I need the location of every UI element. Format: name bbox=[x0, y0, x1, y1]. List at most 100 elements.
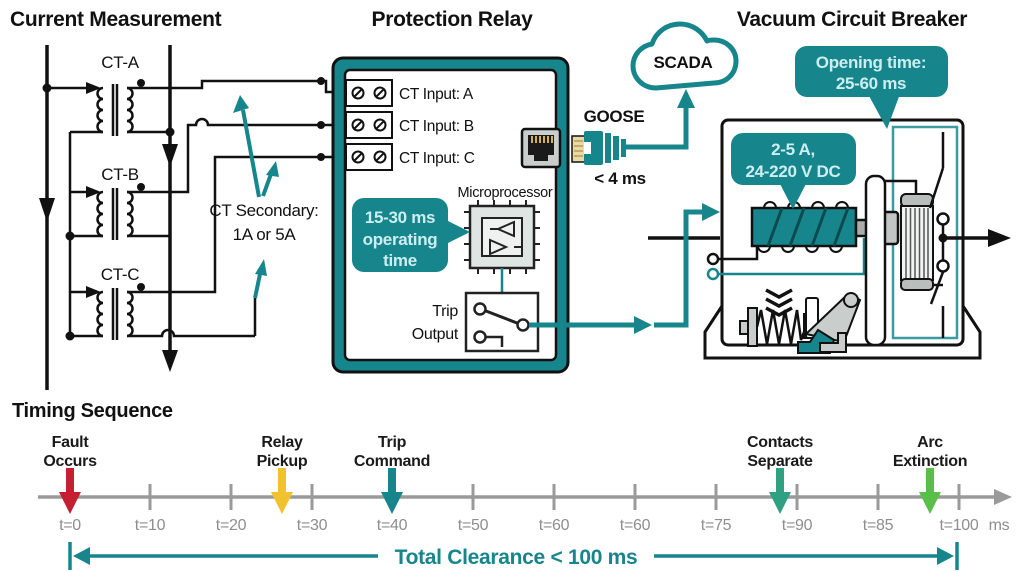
contact-icon bbox=[473, 302, 487, 316]
callout-bubble bbox=[352, 198, 448, 272]
screw-slot-icon bbox=[353, 152, 363, 162]
screw-slot-icon bbox=[375, 88, 385, 98]
output-arrowhead-icon bbox=[988, 229, 1011, 247]
junction-dot bbox=[65, 331, 75, 341]
event-label: Trip bbox=[378, 434, 407, 451]
coil-turns-bottom-icon bbox=[757, 245, 843, 253]
tick-label: t=50 bbox=[458, 517, 489, 534]
tick-label: t=40 bbox=[377, 517, 408, 534]
ct-input-c-label: CT Input: C bbox=[399, 150, 475, 167]
pointer-arrowhead-icon bbox=[266, 161, 279, 177]
ct-c-polarity-dot bbox=[137, 283, 145, 291]
trip-output-label-line1: Trip bbox=[432, 303, 458, 320]
operating-rod bbox=[864, 174, 887, 347]
ct-input-a-label: CT Input: A bbox=[399, 86, 474, 103]
event-label: Extinction bbox=[893, 453, 967, 470]
screw-terminal-icon bbox=[351, 118, 365, 132]
open-blade-icon bbox=[928, 167, 945, 209]
tick-label: t=10 bbox=[135, 517, 166, 534]
terminal-block bbox=[345, 143, 393, 171]
operating-time-line3: time bbox=[383, 251, 417, 270]
callout-pointer-icon bbox=[444, 219, 470, 245]
pointer-arrowhead-icon bbox=[255, 259, 267, 276]
bus-mid-current-arrow-icon bbox=[162, 144, 178, 167]
tick-label: t=20 bbox=[216, 517, 247, 534]
event-marker-fault bbox=[59, 468, 81, 514]
event-label: Command bbox=[354, 453, 430, 470]
junction-dot bbox=[165, 127, 175, 137]
screw-terminal-icon bbox=[373, 150, 387, 164]
plug-rib-icon bbox=[621, 139, 626, 157]
event-marker-trip bbox=[381, 468, 403, 514]
contact-lead-icon bbox=[486, 335, 504, 347]
secondary-wire-a bbox=[127, 79, 346, 94]
ct-c-secondary-coil-icon bbox=[126, 290, 134, 338]
event-label: Occurs bbox=[43, 453, 97, 470]
goose-latency-label: < 4 ms bbox=[594, 169, 646, 188]
ct-a-core-icon bbox=[111, 84, 119, 136]
microprocessor-chip-icon bbox=[464, 200, 540, 274]
screw-terminal-icon bbox=[373, 118, 387, 132]
axis-ticks bbox=[68, 484, 961, 510]
contact-icon bbox=[473, 330, 487, 344]
switch-blade-icon bbox=[485, 309, 518, 325]
coil-rating-line1: 2-5 A, bbox=[771, 140, 815, 159]
breaker-contacts-icon bbox=[928, 132, 950, 338]
ct-b-label: CT-B bbox=[101, 165, 139, 184]
plug-contacts bbox=[571, 135, 586, 163]
ct-b-secondary-coil-icon bbox=[126, 190, 134, 238]
trip-wire-2 bbox=[654, 209, 702, 328]
junction-dot bbox=[317, 77, 325, 85]
timing-sequence: Timing Sequence t=0 t=10 t=20 t=30 t=40 … bbox=[12, 400, 1012, 570]
goose-label: GOOSE bbox=[584, 107, 645, 126]
terminal-block bbox=[345, 111, 393, 139]
ct-a-primary-coil-icon bbox=[96, 86, 104, 134]
opening-time-callout: Opening time: 25-60 ms bbox=[795, 46, 948, 129]
total-clearance: Total Clearance < 100 ms bbox=[68, 542, 959, 570]
coil-terminal-icon bbox=[706, 252, 720, 266]
operating-time-line1: 15-30 ms bbox=[365, 208, 435, 227]
pointer-arrow-icon bbox=[241, 109, 261, 198]
time-axis-arrowhead-icon bbox=[994, 489, 1012, 505]
trip-arrowhead-icon bbox=[702, 203, 720, 221]
chip-pins-top-icon bbox=[477, 200, 527, 206]
tick-label: t=100 bbox=[940, 517, 979, 534]
ct-section: CT-A CT-B CT-C bbox=[39, 45, 346, 390]
ct-input-b-label: CT Input: B bbox=[399, 118, 474, 135]
trip-output-contact-icon bbox=[464, 291, 540, 353]
ct-b-primary-coil-icon bbox=[96, 190, 104, 238]
ct-b-polarity-dot bbox=[137, 183, 145, 191]
callout-pointer-icon bbox=[868, 94, 900, 129]
goose-cable bbox=[624, 106, 689, 150]
ethernet-plug-icon bbox=[571, 131, 626, 165]
coil-lead-teal bbox=[718, 238, 866, 276]
screw-terminal-icon bbox=[373, 86, 387, 100]
latch-pivot-icon bbox=[843, 292, 859, 308]
tick-unit-label: ms bbox=[989, 517, 1010, 534]
trip-coil-icon bbox=[750, 201, 900, 253]
dimension-arrowhead-icon bbox=[937, 547, 954, 565]
tick-label: t=90 bbox=[782, 517, 813, 534]
bus-mid-current-arrow2-icon bbox=[162, 350, 178, 372]
ct-b-core-icon bbox=[111, 188, 119, 240]
ethernet-port-icon bbox=[520, 127, 562, 169]
pointer-arrowhead-icon bbox=[233, 95, 249, 113]
current-measurement-title: Current Measurement bbox=[10, 8, 222, 31]
secondary-wire-b bbox=[127, 117, 346, 194]
tick-label: t=60 bbox=[620, 517, 651, 534]
scada-arrowhead-icon bbox=[677, 89, 695, 108]
junction-dot bbox=[65, 231, 75, 241]
comparator-links-icon bbox=[490, 228, 522, 248]
screw-slot-icon bbox=[375, 152, 385, 162]
pointer-arrow-icon bbox=[253, 273, 262, 299]
ct-a-tap-arrow-icon bbox=[86, 82, 101, 94]
junction-dot bbox=[317, 121, 325, 129]
callout-bubble bbox=[795, 46, 948, 97]
plug-clip-notch bbox=[584, 142, 591, 154]
screw-terminal-icon bbox=[351, 150, 365, 164]
vacuum-breaker-title: Vacuum Circuit Breaker bbox=[737, 8, 967, 31]
callout-pointer-icon bbox=[779, 182, 807, 209]
spring-mechanism-icon bbox=[739, 288, 862, 354]
tick-label: t=30 bbox=[297, 517, 328, 534]
